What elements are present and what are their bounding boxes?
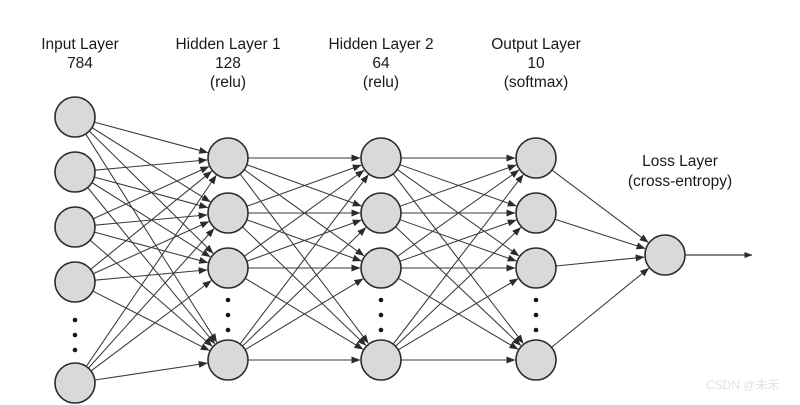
- neuron-output-1: [515, 137, 557, 179]
- neuron-output-3: [515, 247, 557, 289]
- connection-edge: [93, 166, 210, 220]
- ellipsis-dot-output-1: [533, 297, 539, 303]
- neuron-hidden1-2: [207, 192, 249, 234]
- connection-edge: [87, 228, 215, 369]
- neuron-hidden2-4: [360, 339, 402, 381]
- connection-edge: [92, 290, 210, 351]
- connection-edge: [94, 157, 208, 171]
- ellipsis-dot-input-3: [72, 347, 78, 353]
- neuron-input-4: [54, 261, 96, 303]
- connection-edge: [551, 267, 650, 348]
- ellipsis-dot-hidden2-2: [378, 312, 384, 318]
- ellipsis-dot-output-2: [533, 312, 539, 318]
- layer-label-input-line1: Input Layer: [41, 36, 119, 53]
- connection-edge: [94, 121, 209, 154]
- connection-edge: [85, 174, 217, 367]
- neuron-hidden2-3: [360, 247, 402, 289]
- neuron-input-3: [54, 206, 96, 248]
- connection-edge: [397, 278, 519, 351]
- nodes-group: [54, 96, 686, 404]
- layer-label-output-line3: (softmax): [504, 74, 569, 91]
- connection-edge: [244, 278, 364, 351]
- neuron-hidden2-1: [360, 137, 402, 179]
- connection-edge: [397, 169, 520, 257]
- connection-edge: [94, 360, 208, 381]
- connection-edge: [551, 169, 649, 243]
- connection-edge: [243, 169, 365, 257]
- neuron-hidden2-2: [360, 192, 402, 234]
- ellipsis-dot-hidden2-1: [378, 297, 384, 303]
- connection-edge: [87, 187, 216, 345]
- ellipsis-dot-hidden1-2: [225, 312, 231, 318]
- ellipsis-dot-hidden1-1: [225, 297, 231, 303]
- layer-label-input-line2: 784: [67, 55, 93, 72]
- layer-label-hidden1-line2: 128: [215, 55, 241, 72]
- layer-label-hidden1-line3: (relu): [210, 74, 246, 91]
- connection-edge: [392, 174, 524, 345]
- connection-edge: [399, 164, 517, 207]
- ellipsis-dot-output-3: [533, 327, 539, 333]
- connection-edge: [94, 267, 208, 281]
- layer-label-output-line1: Output Layer: [491, 36, 581, 53]
- layer-label-hidden2-line2: 64: [372, 55, 390, 72]
- neuron-hidden1-3: [207, 247, 249, 289]
- layer-label-hidden2-line3: (relu): [363, 74, 399, 91]
- neuron-hidden1-1: [207, 137, 249, 179]
- layer-label-loss-line2: (cross-entropy): [628, 173, 732, 190]
- connection-edge: [395, 227, 522, 347]
- neuron-input-1: [54, 96, 96, 138]
- ellipsis-group: [72, 297, 539, 353]
- connection-edge: [554, 218, 646, 250]
- neuron-loss-1: [644, 234, 686, 276]
- layer-label-loss-line1: Loss Layer: [642, 153, 718, 170]
- edges-group: [85, 121, 753, 381]
- neuron-output-2: [515, 192, 557, 234]
- connection-edge: [89, 239, 213, 347]
- connection-edge: [90, 170, 213, 270]
- layer-label-hidden2-line1: Hidden Layer 2: [328, 36, 433, 53]
- connection-edge: [555, 254, 645, 267]
- neuron-output-4: [515, 339, 557, 381]
- neuron-input-5: [54, 362, 96, 404]
- connection-edge: [90, 280, 212, 372]
- ellipsis-dot-input-2: [72, 332, 78, 338]
- connection-edge: [399, 219, 517, 262]
- csdn-watermark: CSDN @未禾: [706, 378, 780, 392]
- connection-edge: [246, 164, 362, 207]
- ellipsis-dot-hidden2-3: [378, 327, 384, 333]
- layer-label-hidden1-line1: Hidden Layer 1: [175, 36, 280, 53]
- layer-label-output-line2: 10: [527, 55, 545, 72]
- ellipsis-dot-input-1: [72, 317, 78, 323]
- layer-labels-group: Input Layer 784 Hidden Layer 1 128 (relu) Hid…: [41, 36, 732, 190]
- connection-edge: [242, 227, 367, 347]
- ellipsis-dot-hidden1-3: [225, 327, 231, 333]
- neuron-hidden1-4: [207, 339, 249, 381]
- neuron-input-2: [54, 151, 96, 193]
- connection-edge: [239, 174, 369, 345]
- connection-edge: [93, 221, 210, 275]
- connection-edge: [246, 219, 362, 262]
